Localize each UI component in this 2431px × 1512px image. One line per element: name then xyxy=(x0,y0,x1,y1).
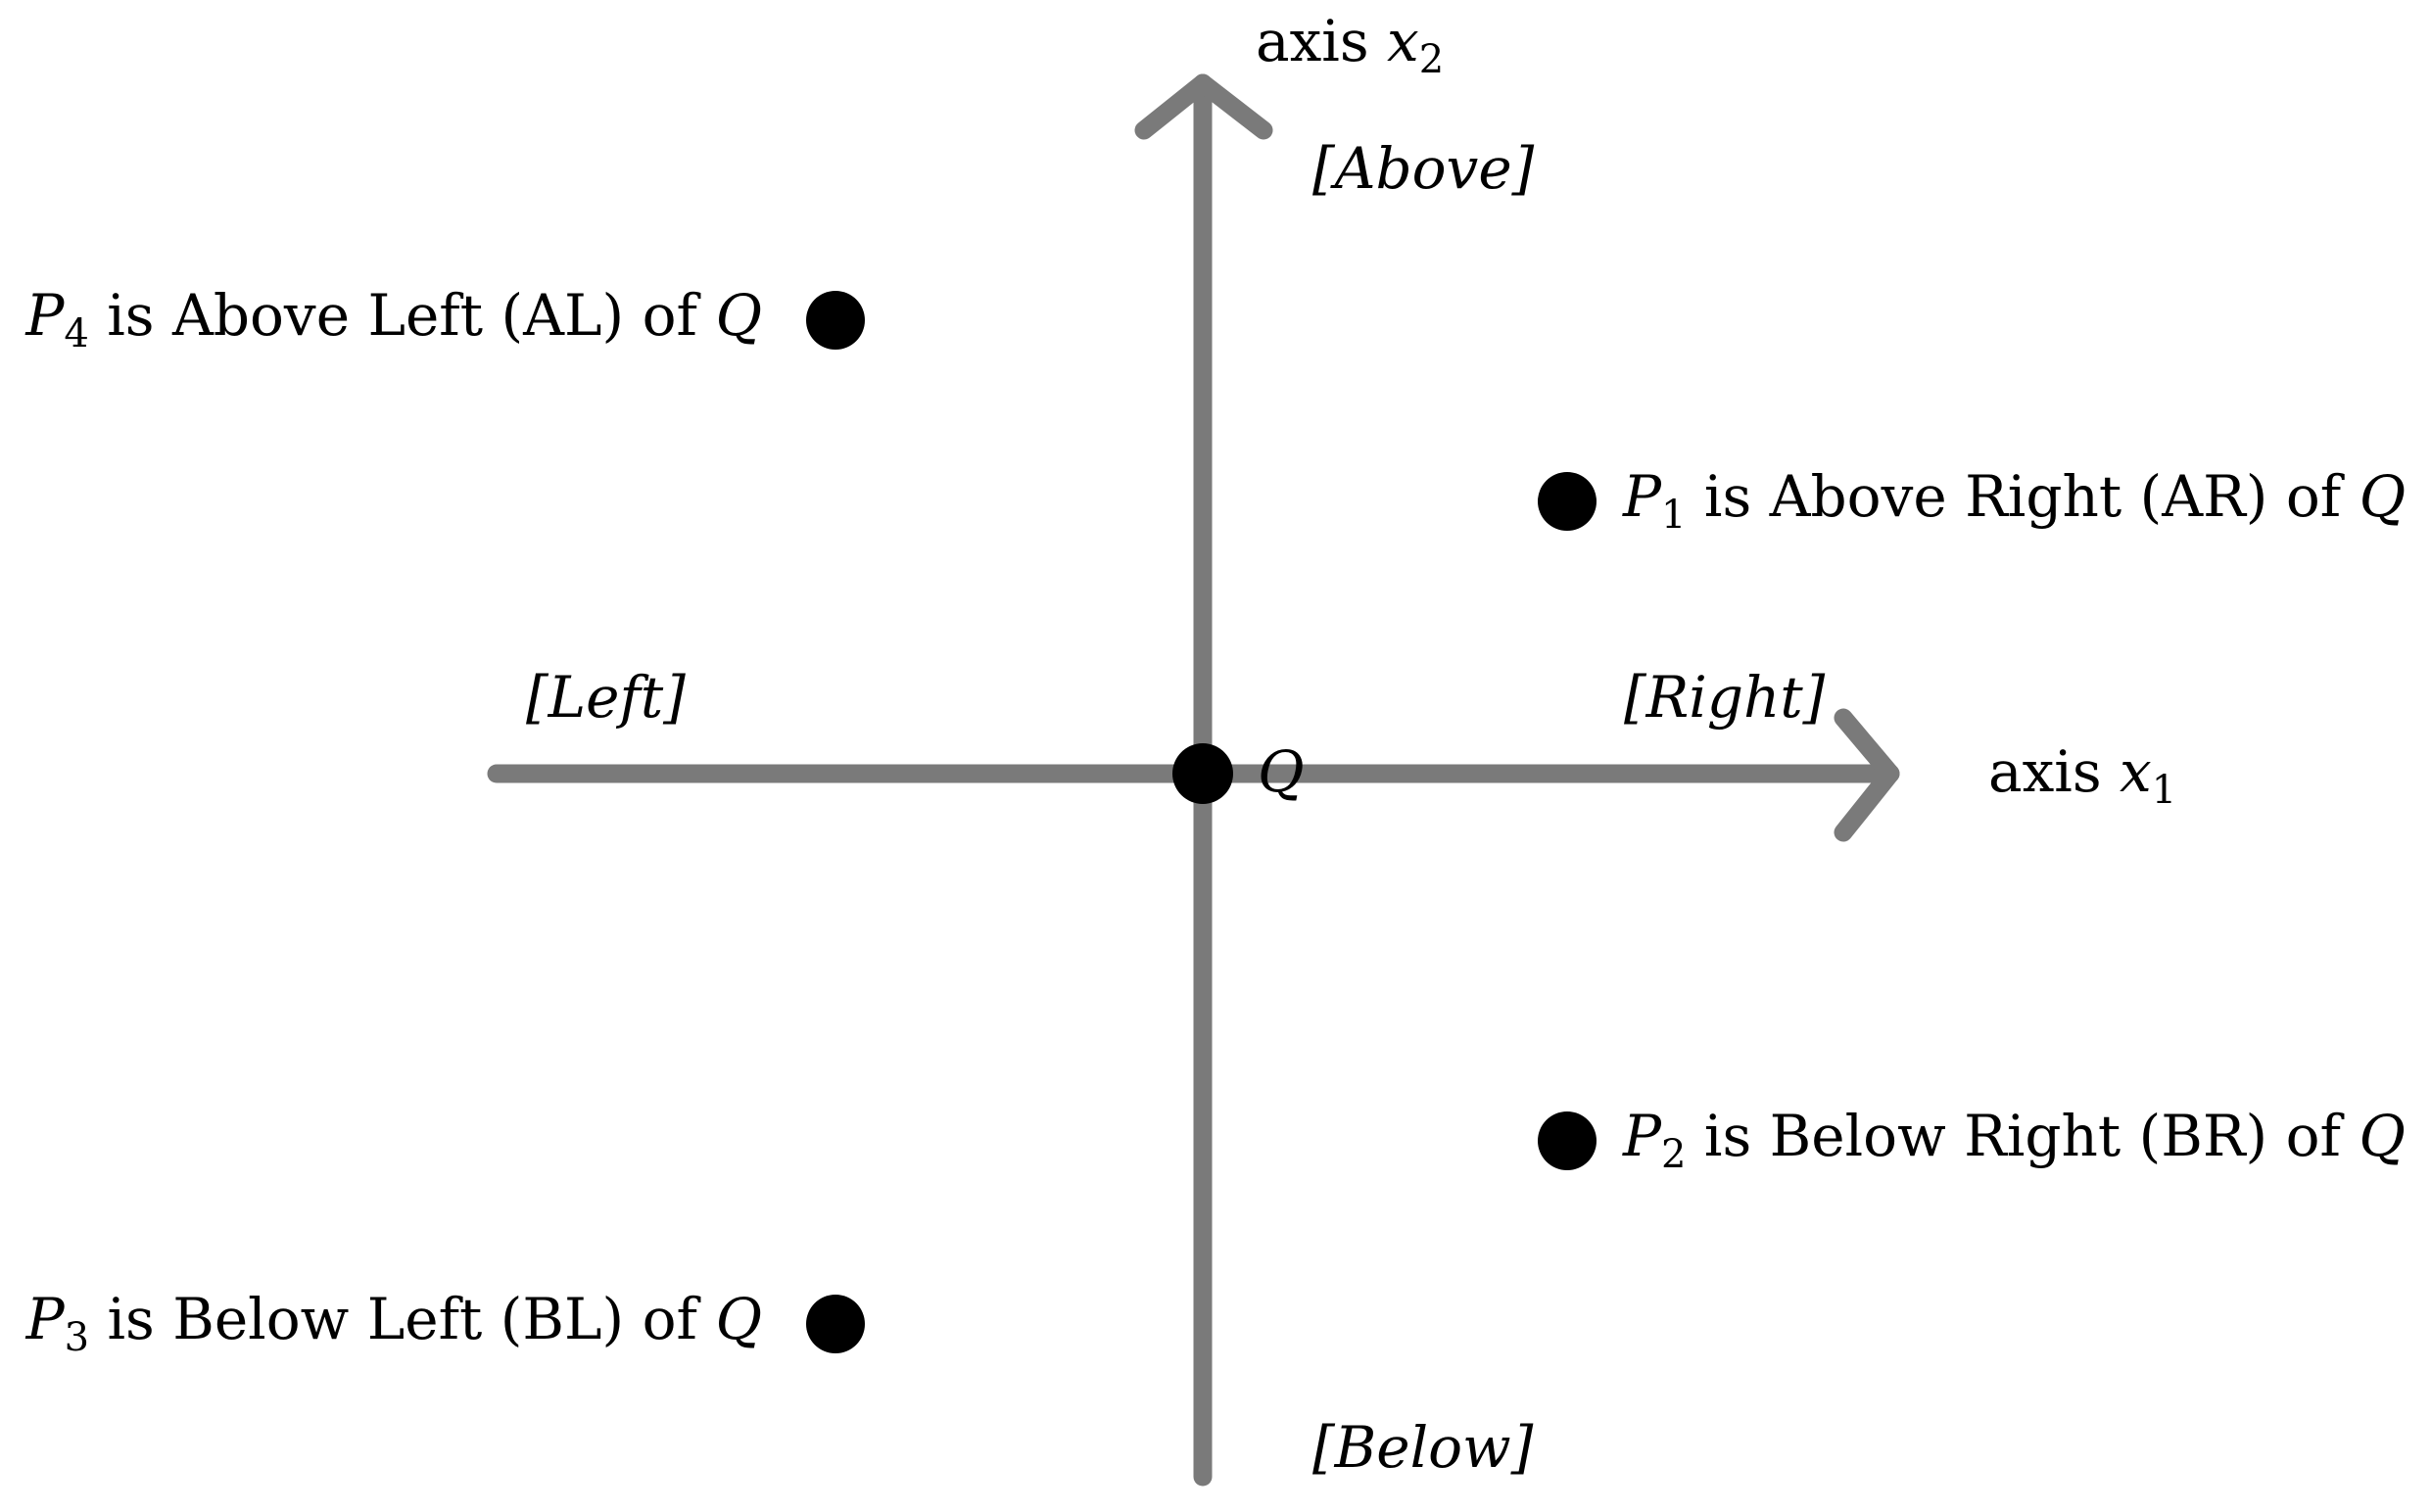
origin-point-q xyxy=(1172,743,1233,804)
direction-above-label: [Above] xyxy=(1312,135,1535,202)
point-p3 xyxy=(806,1295,865,1353)
direction-right-label: [Right] xyxy=(1624,664,1826,731)
direction-below-label: [Below] xyxy=(1312,1414,1534,1481)
axis-x1-arrowhead xyxy=(1834,708,1900,842)
point-p1 xyxy=(1538,472,1597,531)
direction-left-label: [Left] xyxy=(526,664,686,731)
axis-x2-arrowhead xyxy=(1134,73,1273,140)
point-p1-label: P1 is Above Right (AR) of Q xyxy=(1622,463,2406,538)
axis-x2-label: axis x2 xyxy=(1256,8,1444,82)
point-p3-label: P3 is Below Left (BL) of Q xyxy=(25,1286,762,1360)
origin-label: Q xyxy=(1258,738,1305,805)
point-p4 xyxy=(806,291,865,350)
point-p2-label: P2 is Below Right (BR) of Q xyxy=(1622,1103,2406,1177)
point-p2 xyxy=(1538,1111,1597,1170)
point-p4-label: P4 is Above Left (AL) of Q xyxy=(24,282,762,356)
axis-x1-label: axis x1 xyxy=(1988,738,2176,813)
